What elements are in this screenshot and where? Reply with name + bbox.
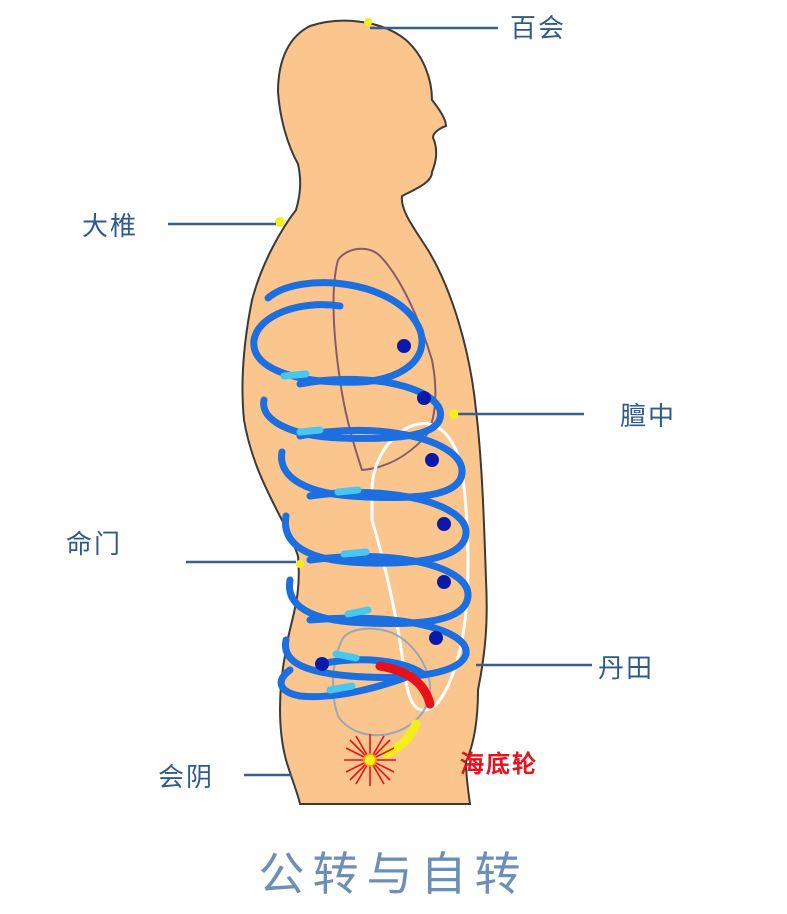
highlight — [280, 370, 310, 380]
point-baihui — [364, 18, 372, 26]
root-segment-yellow — [381, 719, 421, 759]
point-mingmen — [296, 560, 304, 568]
root-segment-red — [375, 661, 435, 709]
junction — [417, 391, 431, 405]
starburst-icon — [344, 734, 396, 786]
junction — [315, 657, 329, 671]
pelvis-outline — [332, 627, 432, 737]
energy-coil — [250, 279, 472, 759]
coil-loop-5 — [285, 552, 472, 628]
coil-loop-3 — [278, 426, 466, 502]
coil-highlights — [280, 370, 372, 694]
coil-loop-6 — [281, 614, 470, 681]
junction — [397, 339, 411, 353]
highlight — [296, 426, 324, 436]
highlight — [340, 548, 370, 558]
junction — [437, 575, 451, 589]
junction — [425, 453, 439, 467]
coil-loop-4 — [281, 488, 470, 567]
point-dazhui — [275, 217, 285, 227]
junction — [429, 631, 443, 645]
label-dantian: 丹田 — [598, 654, 655, 684]
label-dazhui: 大椎 — [82, 212, 139, 242]
label-tanzhong: 膻中 — [620, 402, 677, 432]
highlight — [332, 650, 360, 662]
point-tanzhong — [449, 409, 459, 419]
highlight — [344, 606, 372, 618]
leader-lines — [168, 26, 592, 777]
diagram-caption: 公转与自转 — [258, 847, 529, 901]
label-mingmen: 命门 — [66, 530, 123, 560]
highlight — [326, 682, 356, 694]
coil-junctions — [315, 339, 451, 671]
coil-loop-7 — [277, 656, 428, 701]
label-baihui: 百会 — [510, 14, 567, 44]
label-haidilun: 海底轮 — [460, 750, 538, 778]
highlight — [334, 486, 362, 496]
acupoint-markers — [275, 18, 459, 568]
coil-loop-2 — [260, 375, 444, 442]
label-huiyin: 会阴 — [158, 763, 215, 793]
junction — [437, 517, 451, 531]
